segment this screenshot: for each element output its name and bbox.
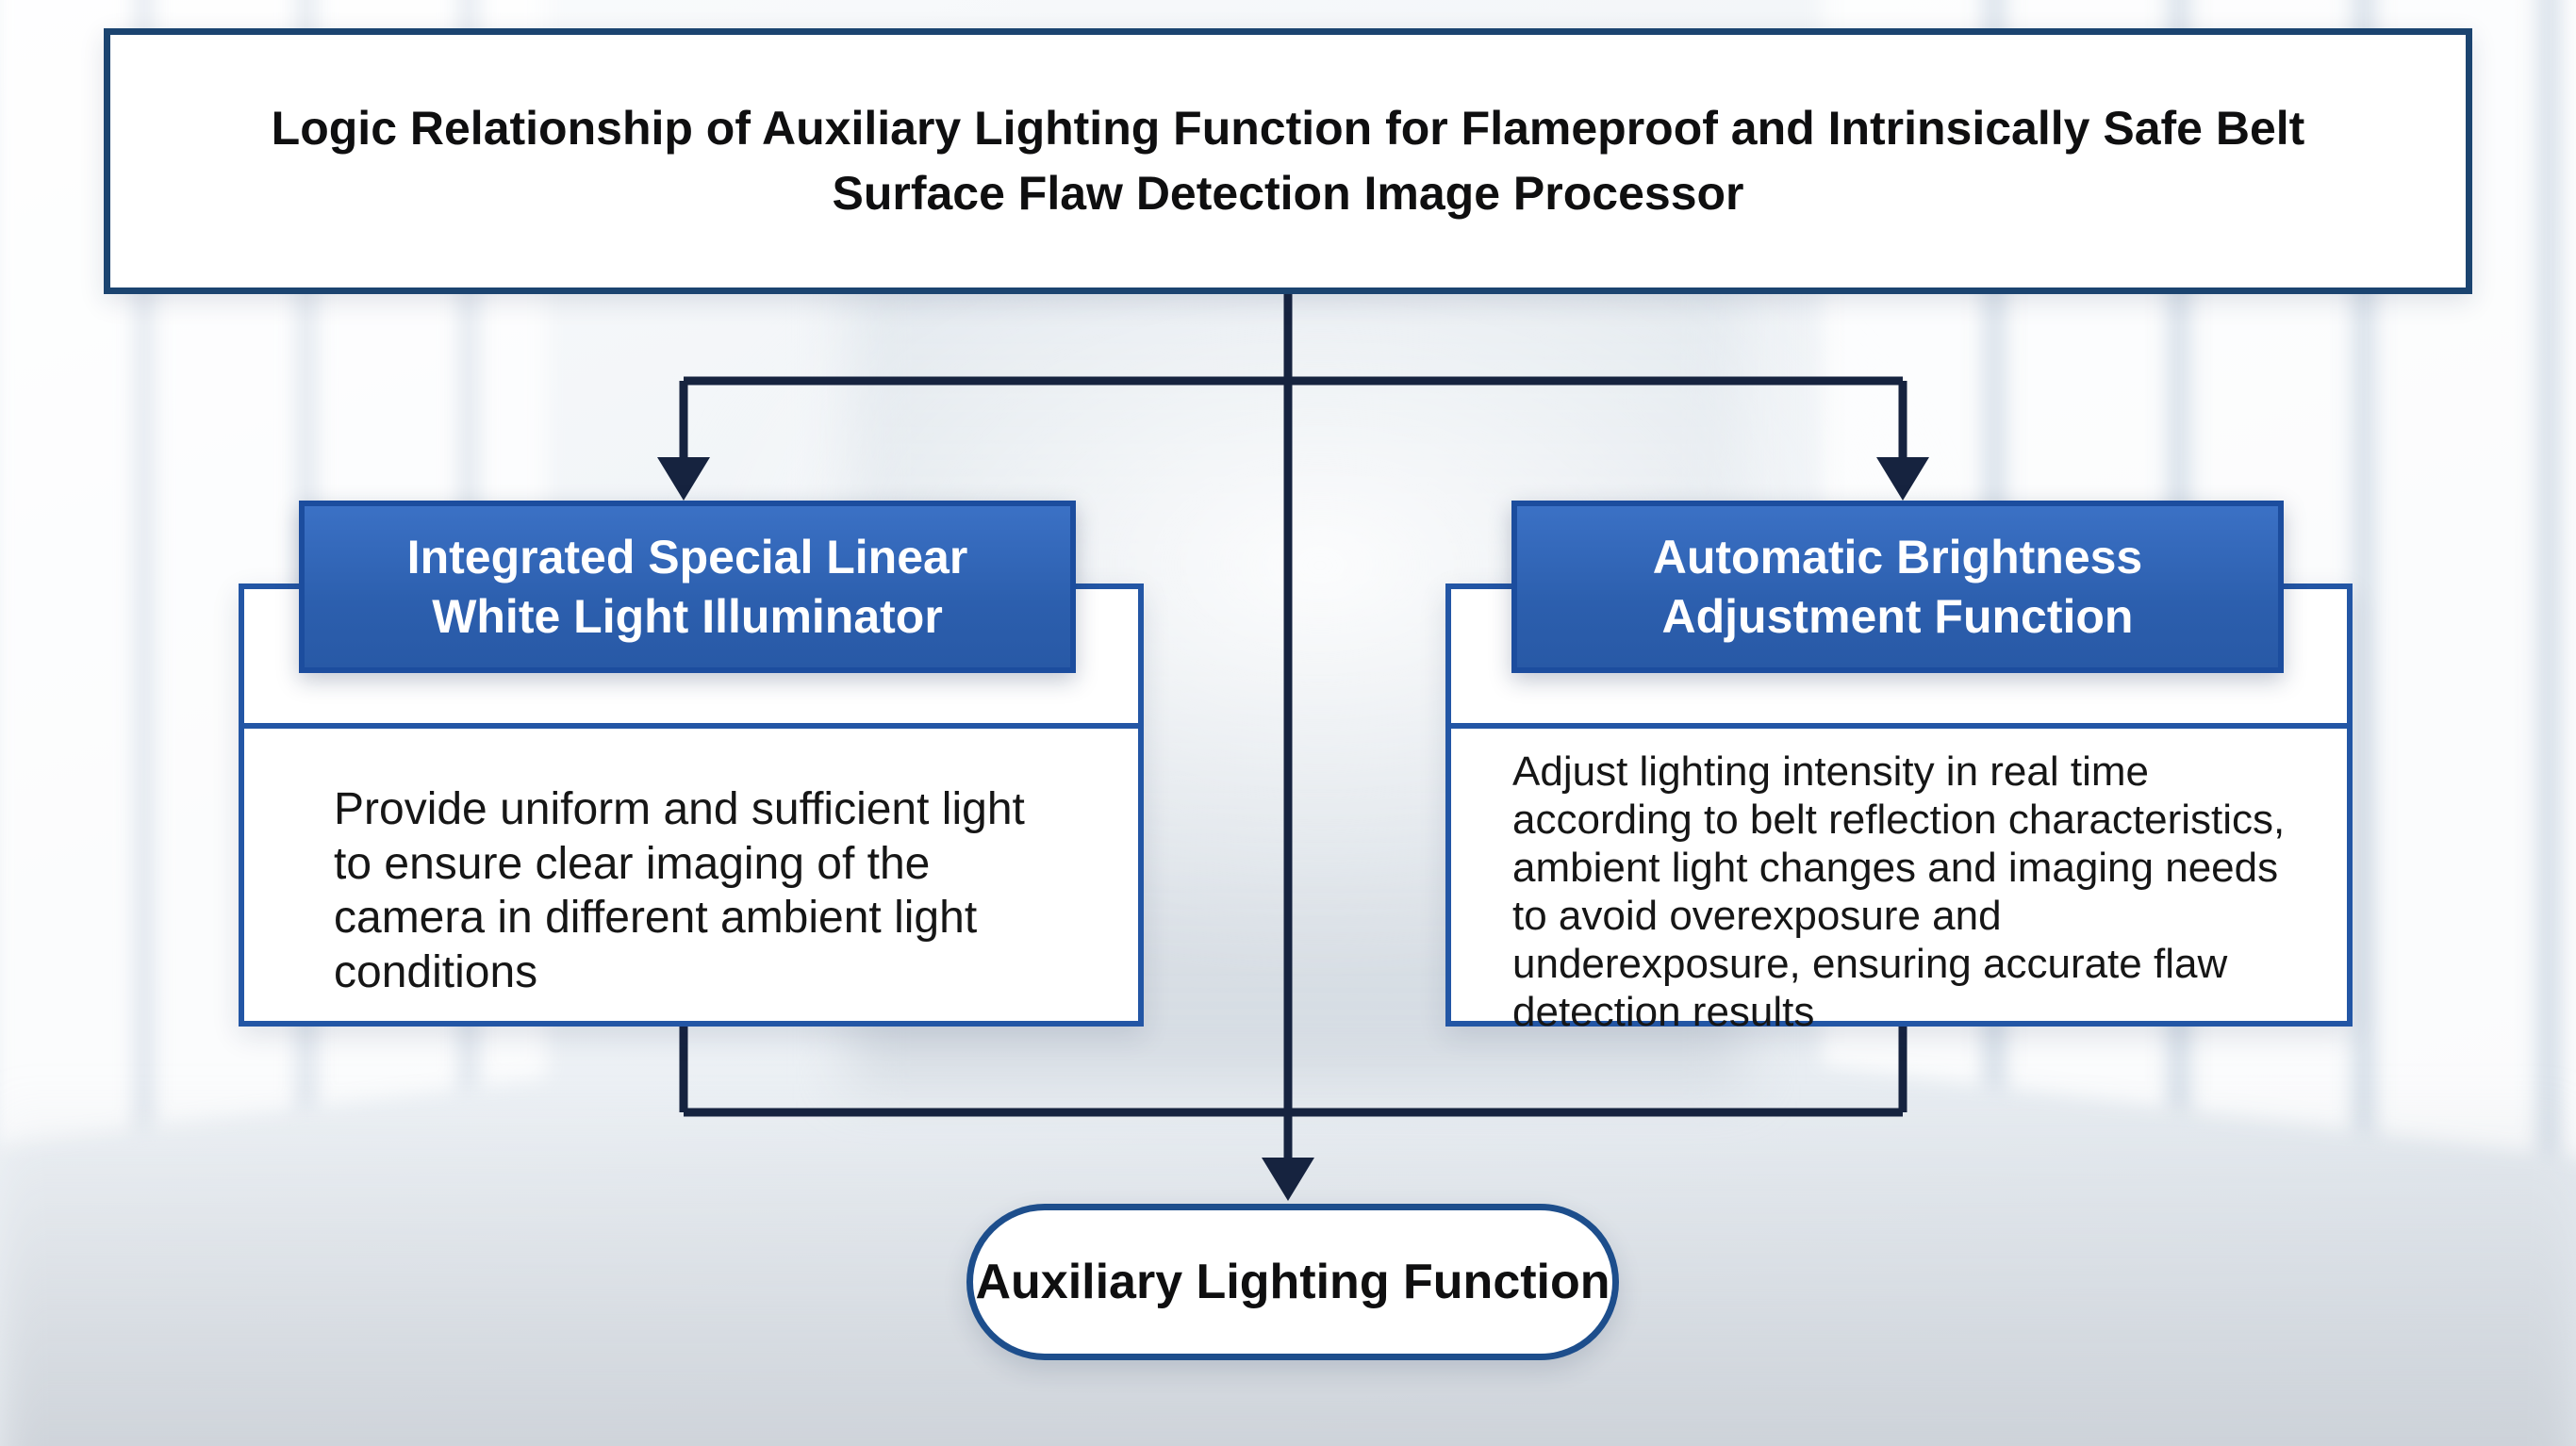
left-branch-divider — [244, 723, 1138, 729]
result-box: Auxiliary Lighting Function — [966, 1204, 1619, 1360]
arrowhead-right-branch — [1876, 457, 1929, 501]
diagram-title: Logic Relationship of Auxiliary Lighting… — [271, 102, 2305, 220]
right-branch-divider — [1451, 723, 2347, 729]
right-branch-header-box: Automatic Brightness Adjustment Function — [1511, 501, 2284, 673]
left-branch-description: Provide uniform and sufficient light to … — [334, 784, 1025, 997]
arrowhead-result — [1262, 1158, 1314, 1201]
left-branch-header-label: Integrated Special Linear White Light Il… — [406, 531, 968, 643]
left-branch-header-box: Integrated Special Linear White Light Il… — [299, 501, 1076, 673]
right-branch-header-label: Automatic Brightness Adjustment Function — [1652, 531, 2143, 643]
title-box: Logic Relationship of Auxiliary Lighting… — [104, 28, 2472, 294]
arrowhead-left-branch — [657, 457, 710, 501]
result-label: Auxiliary Lighting Function — [975, 1255, 1610, 1309]
right-branch-description: Adjust lighting intensity in real time a… — [1512, 748, 2286, 1036]
